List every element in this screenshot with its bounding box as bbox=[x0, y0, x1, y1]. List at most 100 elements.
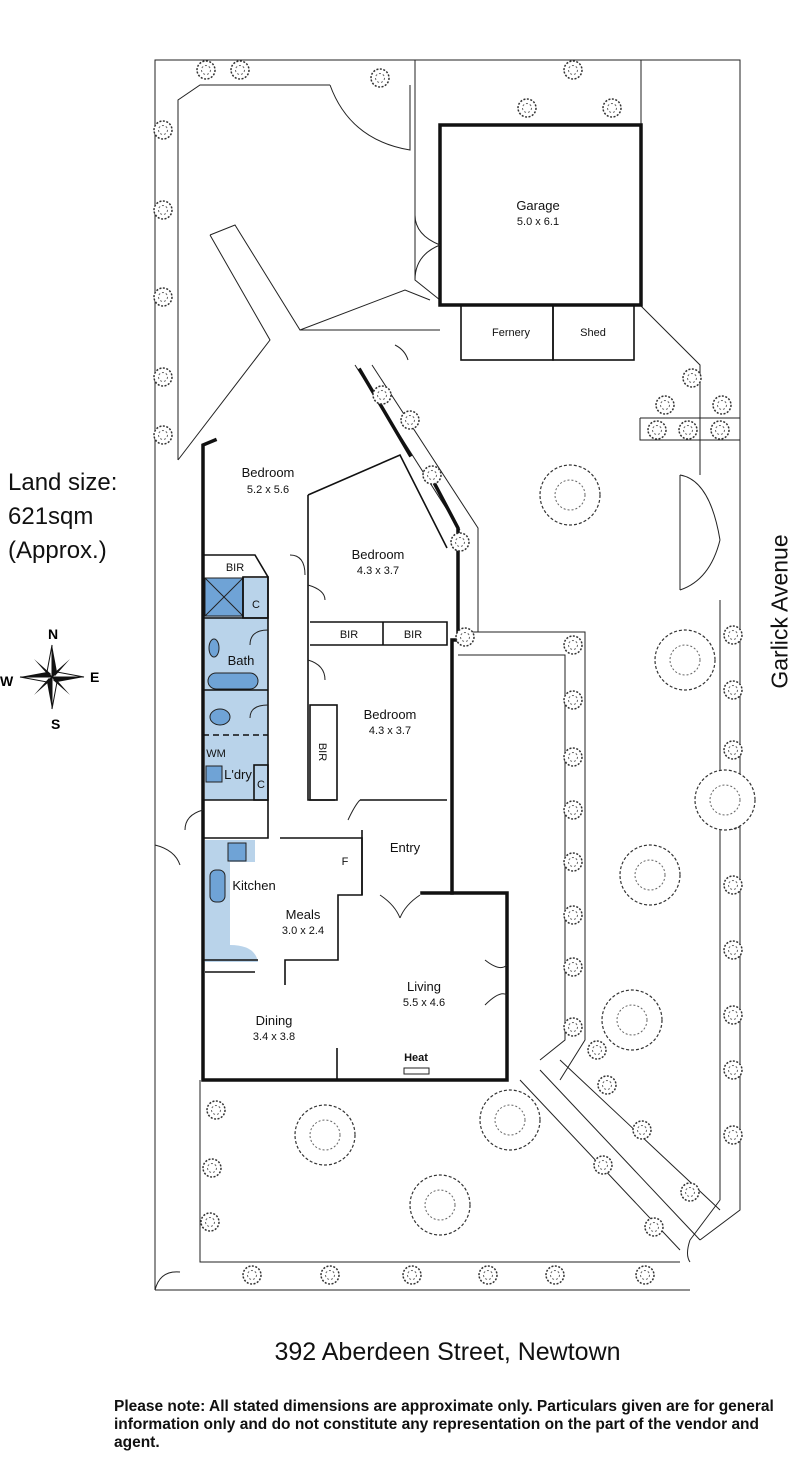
shrub-icon bbox=[723, 625, 743, 645]
shrub-icon-detail bbox=[405, 415, 415, 425]
walls bbox=[201, 123, 643, 1082]
tree-icon bbox=[409, 1174, 471, 1236]
shrub-icon-detail bbox=[607, 103, 617, 113]
shrub-icon bbox=[647, 420, 667, 440]
shrub-icon bbox=[563, 747, 583, 767]
shrub-icon bbox=[723, 1125, 743, 1145]
shrub-icon-detail bbox=[568, 1022, 578, 1032]
bedroom1-dims: 5.2 x 5.6 bbox=[247, 484, 289, 496]
compass-e: E bbox=[90, 669, 99, 685]
bath-label: Bath bbox=[228, 653, 255, 668]
cupboard-label: C bbox=[257, 779, 265, 791]
shrub-icon-detail bbox=[247, 1270, 257, 1280]
shrub-icon-detail bbox=[207, 1163, 217, 1173]
shrub-icon-detail bbox=[568, 65, 578, 75]
tree-icon-detail bbox=[709, 784, 741, 816]
tree-icon bbox=[294, 1104, 356, 1166]
shrub-icon-detail bbox=[201, 65, 211, 75]
bir-label: BIR bbox=[226, 562, 244, 574]
compass-w: W bbox=[0, 673, 14, 689]
shrub-icon-detail bbox=[407, 1270, 417, 1280]
shrub-icon bbox=[370, 68, 390, 88]
meals-dims: 3.0 x 2.4 bbox=[282, 925, 324, 937]
bedroom3-dims: 4.3 x 3.7 bbox=[369, 725, 411, 737]
shrub-icon bbox=[230, 60, 250, 80]
shrub-icon-detail bbox=[598, 1160, 608, 1170]
shrub-icon bbox=[206, 1100, 226, 1120]
bedroom1-label: Bedroom bbox=[242, 465, 295, 480]
shrub-icon-detail bbox=[235, 65, 245, 75]
bir-label: BIR bbox=[404, 629, 422, 641]
shrub-icon-detail bbox=[568, 640, 578, 650]
compass-s: S bbox=[51, 716, 60, 732]
tree-icon-detail bbox=[309, 1119, 341, 1151]
shrub-icon bbox=[635, 1265, 655, 1285]
shrub-icon-detail bbox=[158, 372, 168, 382]
meals-label: Meals bbox=[286, 907, 321, 922]
shrub-icon bbox=[563, 60, 583, 80]
shrub-icon bbox=[712, 395, 732, 415]
doors bbox=[154, 214, 721, 1291]
shrub-icon bbox=[563, 905, 583, 925]
shrub-icon bbox=[478, 1265, 498, 1285]
shrub-icon bbox=[597, 1075, 617, 1095]
shrub-icon bbox=[563, 690, 583, 710]
shrub-icon bbox=[455, 627, 475, 647]
shrub-icon-detail bbox=[728, 1130, 738, 1140]
shrub-icon-detail bbox=[325, 1270, 335, 1280]
shrub-icon bbox=[680, 1182, 700, 1202]
shrub-icon bbox=[655, 395, 675, 415]
bedroom2-label: Bedroom bbox=[352, 547, 405, 562]
living-label: Living bbox=[407, 979, 441, 994]
shrub-icon-detail bbox=[717, 400, 727, 410]
laundry-label: L'dry bbox=[224, 767, 252, 782]
shrub-icon-detail bbox=[592, 1045, 602, 1055]
tree-icon-detail bbox=[424, 1189, 456, 1221]
shrub-icon-detail bbox=[728, 945, 738, 955]
entry-label: Entry bbox=[390, 840, 421, 855]
shrub-icon-detail bbox=[640, 1270, 650, 1280]
shrub-icon bbox=[545, 1265, 565, 1285]
bedroom2-dims: 4.3 x 3.7 bbox=[357, 565, 399, 577]
shrub-icon bbox=[320, 1265, 340, 1285]
garage-dims: 5.0 x 6.1 bbox=[517, 216, 559, 228]
shrub-icon-detail bbox=[568, 962, 578, 972]
cupboard-label: C bbox=[252, 599, 260, 611]
shrub-icon-detail bbox=[550, 1270, 560, 1280]
shrub-icon bbox=[723, 1005, 743, 1025]
shrub-icon bbox=[202, 1158, 222, 1178]
wm-label: WM bbox=[206, 748, 226, 760]
shrub-icon-detail bbox=[728, 1010, 738, 1020]
shrub-icon-detail bbox=[728, 745, 738, 755]
bir-label: BIR bbox=[340, 629, 358, 641]
shrub-icon bbox=[450, 532, 470, 552]
shrub-icon-detail bbox=[715, 425, 725, 435]
shrub-icon-detail bbox=[728, 880, 738, 890]
shrub-icon bbox=[563, 800, 583, 820]
kitchen-label: Kitchen bbox=[232, 878, 275, 893]
dining-label: Dining bbox=[256, 1013, 293, 1028]
shrub-icon bbox=[153, 367, 173, 387]
garage-label: Garage bbox=[516, 198, 559, 213]
shrub-icon-detail bbox=[211, 1105, 221, 1115]
shrub-icon bbox=[644, 1217, 664, 1237]
shrub-icon-detail bbox=[602, 1080, 612, 1090]
shrub-icon bbox=[196, 60, 216, 80]
shrub-icon-detail bbox=[455, 537, 465, 547]
shrub-icon-detail bbox=[568, 805, 578, 815]
land-size-approx: (Approx.) bbox=[8, 537, 107, 564]
shrub-icon-detail bbox=[522, 103, 532, 113]
shrub-icon bbox=[723, 680, 743, 700]
dining-dims: 3.4 x 3.8 bbox=[253, 1031, 295, 1043]
tree-icon-detail bbox=[669, 644, 701, 676]
compass-n: N bbox=[48, 626, 58, 642]
shrub-icon-detail bbox=[687, 373, 697, 383]
shrub-icon bbox=[517, 98, 537, 118]
trees bbox=[153, 60, 756, 1285]
tree-icon bbox=[479, 1089, 541, 1151]
shrub-icon-detail bbox=[649, 1222, 659, 1232]
shrub-icon-detail bbox=[660, 400, 670, 410]
shrub-icon bbox=[153, 425, 173, 445]
shrub-icon-detail bbox=[568, 752, 578, 762]
